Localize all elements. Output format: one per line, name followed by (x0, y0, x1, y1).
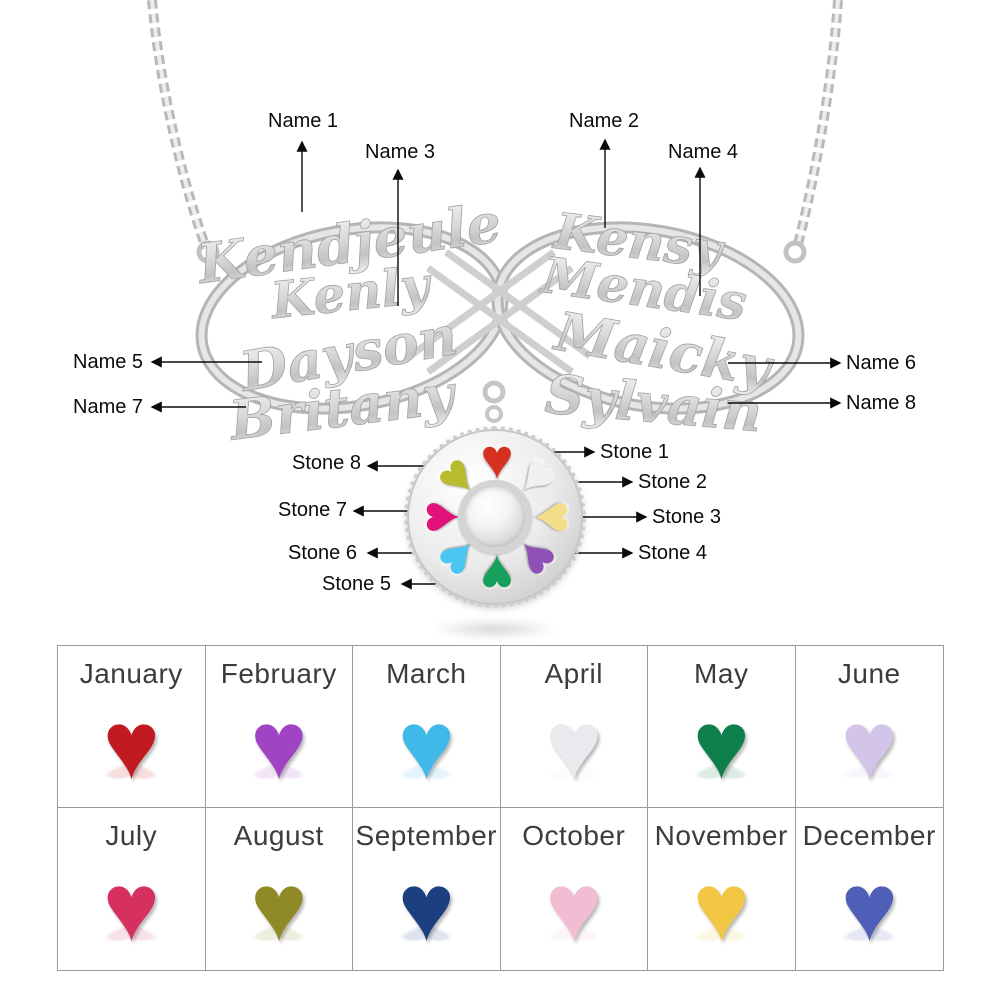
month-label: August (233, 820, 324, 851)
heart-gem-reflection-icon: ♥ (102, 914, 160, 953)
month-label: February (220, 658, 337, 689)
heart-gem-icon: ♥ (692, 691, 750, 799)
birthstone-gem: ♥ ♥ (796, 692, 944, 804)
label-stone-8: Stone 8 (292, 452, 361, 474)
pendant-reflection (430, 618, 560, 640)
heart-gem-reflection-icon: ♥ (545, 914, 603, 953)
heart-gem-icon: ♥ (840, 853, 898, 961)
label-name-5: Name 5 (73, 351, 144, 373)
month-label: May (694, 658, 749, 689)
month-cell-december: December ♥ ♥ (796, 808, 944, 970)
label-name-8: Name 8 (846, 392, 917, 414)
heart-gem-icon: ♥ (250, 691, 308, 799)
label-name-3: Name 3 (365, 141, 436, 163)
pendant-bail-ring (482, 380, 506, 404)
stone-1-heart: ♥ (480, 427, 514, 490)
heart-gem-icon: ♥ (545, 853, 603, 961)
month-label: December (802, 820, 936, 851)
month-cell-july: July ♥ ♥ (58, 808, 206, 970)
birthstone-gem: ♥ ♥ (58, 692, 205, 804)
month-cell-november: November ♥ ♥ (648, 808, 796, 970)
heart-gem-reflection-icon: ♥ (545, 752, 603, 791)
month-label: November (654, 820, 788, 851)
heart-gem-reflection-icon: ♥ (397, 752, 455, 791)
heart-gem-icon: ♥ (102, 691, 160, 799)
month-cell-september: September ♥ ♥ (353, 808, 501, 970)
month-cell-june: June ♥ ♥ (795, 646, 944, 808)
label-name-7: Name 7 (73, 396, 144, 418)
heart-gem-icon: ♥ (102, 853, 160, 961)
necklace-illustration: Kendjeule Kenly Kensy Mendis Dayson Maic… (147, 0, 843, 590)
heart-gem-reflection-icon: ♥ (250, 752, 308, 791)
heart-gem-reflection-icon: ♥ (250, 914, 308, 953)
month-label: June (837, 658, 901, 689)
label-name-1: Name 1 (268, 110, 339, 132)
birthstone-gem: ♥ ♥ (206, 854, 353, 966)
label-stone-4: Stone 4 (638, 542, 707, 564)
birthstone-gem: ♥ ♥ (501, 854, 648, 966)
label-stone-7: Stone 7 (278, 499, 347, 521)
birthstone-gem: ♥ ♥ (648, 692, 795, 804)
label-stone-5: Stone 5 (322, 573, 391, 595)
month-label: October (522, 820, 626, 851)
month-label: January (79, 658, 183, 689)
heart-gem-icon: ♥ (397, 853, 455, 961)
birthstone-gem: ♥ ♥ (58, 854, 205, 966)
label-stone-2: Stone 2 (638, 471, 707, 493)
month-label: March (386, 658, 467, 689)
necklace-chain (147, 0, 843, 264)
month-label: September (355, 820, 497, 851)
lattice-cross (407, 249, 593, 375)
label-stone-6: Stone 6 (288, 542, 357, 564)
month-cell-may: May ♥ ♥ (648, 646, 796, 808)
heart-gem-icon: ♥ (545, 691, 603, 799)
infinity-frame (195, 221, 805, 423)
heart-gem-icon: ♥ (692, 853, 750, 961)
month-cell-february: February ♥ ♥ (205, 646, 353, 808)
label-stone-1: Stone 1 (600, 441, 669, 463)
birthstone-gem: ♥ ♥ (501, 692, 648, 804)
heart-gem-icon: ♥ (840, 691, 898, 799)
pendant-bail-ring (485, 405, 503, 423)
label-stone-3: Stone 3 (652, 506, 721, 528)
birthstone-gem: ♥ ♥ (648, 854, 795, 966)
label-name-2: Name 2 (569, 110, 640, 132)
birthstone-gem: ♥ ♥ (796, 854, 944, 966)
birthstone-gem: ♥ ♥ (353, 692, 500, 804)
label-name-4: Name 4 (668, 141, 739, 163)
month-cell-january: January ♥ ♥ (58, 646, 206, 808)
heart-gem-reflection-icon: ♥ (102, 752, 160, 791)
month-cell-august: August ♥ ♥ (206, 808, 353, 970)
heart-gem-reflection-icon: ♥ (692, 914, 750, 953)
label-name-6: Name 6 (846, 352, 917, 374)
heart-gem-icon: ♥ (397, 691, 455, 799)
heart-gem-reflection-icon: ♥ (692, 752, 750, 791)
month-cell-april: April ♥ ♥ (500, 646, 648, 808)
month-cell-october: October ♥ ♥ (501, 808, 648, 970)
heart-gem-reflection-icon: ♥ (840, 752, 898, 791)
month-label: April (544, 658, 603, 689)
heart-gem-reflection-icon: ♥ (840, 914, 898, 953)
birthstone-month-table: January ♥ ♥ February ♥ ♥ March ♥ ♥ April… (57, 645, 944, 971)
birthstone-gem: ♥ ♥ (353, 854, 500, 966)
heart-gem-reflection-icon: ♥ (397, 914, 455, 953)
month-cell-march: March ♥ ♥ (353, 646, 501, 808)
month-label: July (105, 820, 158, 851)
center-gem (458, 480, 532, 554)
heart-gem-icon: ♥ (250, 853, 308, 961)
birthstone-gem: ♥ ♥ (206, 692, 353, 804)
